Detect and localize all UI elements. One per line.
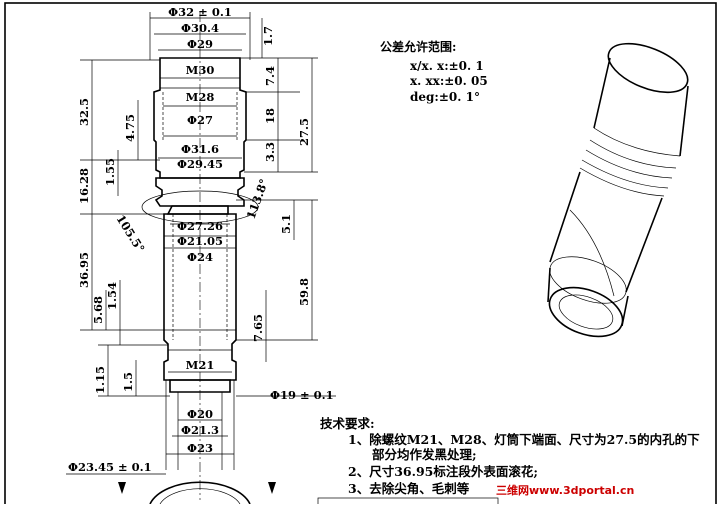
angle-113-8: 113.8° bbox=[244, 177, 271, 221]
iso-ring-4 bbox=[581, 159, 669, 189]
requirement-2: 2、尺寸36.95标注段外表面滚花; bbox=[348, 464, 538, 479]
tolerance-line-2: x. xx:±0. 05 bbox=[410, 74, 488, 88]
bottom-end-outline bbox=[169, 379, 231, 393]
requirement-1-cont: 部分均作发黑处理; bbox=[372, 447, 477, 462]
left-dimension-lines bbox=[80, 59, 170, 397]
dim-1-54: 1.54 bbox=[105, 282, 119, 310]
collar-outline bbox=[154, 177, 245, 207]
dim-phi21-3: Φ21.3 bbox=[181, 423, 219, 437]
top-dimension-lines bbox=[149, 12, 251, 60]
dim-1-15: 1.15 bbox=[93, 366, 107, 394]
section-arrow-right bbox=[268, 482, 276, 494]
right-dimension-lines bbox=[236, 18, 318, 362]
neck-outline bbox=[166, 205, 229, 215]
iso-top-end bbox=[607, 42, 689, 94]
section-arrow-left bbox=[118, 482, 126, 494]
dim-5-1: 5.1 bbox=[279, 214, 293, 234]
dim-16-28: 16.28 bbox=[77, 168, 91, 204]
label-phi27-26: Φ27.26 bbox=[177, 219, 223, 233]
isometric-3d-view bbox=[547, 42, 689, 338]
iso-tube-left bbox=[593, 57, 611, 129]
label-phi24: Φ24 bbox=[187, 250, 213, 264]
dim-27-5: 27.5 bbox=[297, 118, 311, 146]
dim-4-75: 4.75 bbox=[123, 114, 137, 142]
tolerance-heading: 公差允许范围: bbox=[380, 39, 456, 54]
tolerance-note: 公差允许范围: x/x. x:±0. 1 x. xx:±0. 05 deg:±0… bbox=[380, 39, 488, 104]
bottom-view-arc bbox=[149, 481, 251, 505]
angle-105-5: 105.5° bbox=[113, 212, 147, 255]
dim-1-5: 1.5 bbox=[121, 372, 135, 392]
dim-1-55: 1.55 bbox=[103, 158, 117, 186]
dim-7-4: 7.4 bbox=[263, 66, 277, 86]
dim-phi30-4: Φ30.4 bbox=[181, 21, 219, 35]
iso-ring-3 bbox=[585, 149, 673, 179]
dim-phi23-45: Φ23.45 ± 0.1 bbox=[68, 460, 152, 474]
iso-ring-2 bbox=[589, 139, 677, 169]
title-block-edge bbox=[317, 497, 499, 508]
iso-bottom-bore bbox=[558, 294, 614, 330]
technical-requirements: 技术要求: 1、除螺纹M21、M28、灯筒下端面、尺寸为27.5的内孔的下 部分… bbox=[320, 416, 700, 496]
iso-lower-ring bbox=[549, 256, 627, 304]
label-m30: M30 bbox=[186, 63, 215, 77]
dim-59-8: 59.8 bbox=[297, 278, 311, 306]
tolerance-line-3: deg:±0. 1° bbox=[410, 90, 480, 104]
label-phi21-05: Φ21.05 bbox=[177, 234, 223, 248]
drawing-frame bbox=[4, 2, 717, 508]
label-phi31-6: Φ31.6 bbox=[181, 142, 219, 156]
dim-5-68: 5.68 bbox=[91, 296, 105, 324]
part-section-view bbox=[118, 12, 276, 505]
iso-ring-5 bbox=[579, 167, 665, 197]
iso-bottom-end bbox=[548, 286, 624, 338]
iso-ring-1 bbox=[593, 127, 681, 157]
dim-1-7: 1.7 bbox=[261, 26, 275, 46]
iso-knurl-line bbox=[569, 209, 615, 297]
label-phi27: Φ27 bbox=[187, 113, 213, 127]
label-m28: M28 bbox=[186, 90, 215, 104]
iso-shank-left bbox=[549, 171, 581, 263]
label-m21: M21 bbox=[186, 358, 215, 372]
dim-phi20: Φ20 bbox=[187, 407, 213, 421]
dim-phi29: Φ29 bbox=[187, 37, 213, 51]
dim-phi23: Φ23 bbox=[187, 441, 213, 455]
bottom-view-arc-inner bbox=[159, 488, 241, 505]
dim-32-5: 32.5 bbox=[77, 98, 91, 126]
groove-detail-circle bbox=[141, 190, 259, 224]
iso-end-left bbox=[547, 267, 551, 303]
label-phi29-45: Φ29.45 bbox=[177, 157, 223, 171]
requirement-1: 1、除螺纹M21、M28、灯筒下端面、尺寸为27.5的内孔的下 bbox=[348, 432, 700, 447]
dim-7-65: 7.65 bbox=[251, 314, 265, 342]
watermark-text: 三维网www.3dportal.cn bbox=[496, 483, 634, 497]
dim-36-95: 36.95 bbox=[77, 252, 91, 288]
tolerance-line-1: x/x. x:±0. 1 bbox=[410, 59, 484, 73]
iso-shank-right bbox=[625, 197, 663, 293]
dim-18: 18 bbox=[263, 108, 277, 124]
requirement-3: 3、去除尖角、毛刺等 bbox=[348, 481, 470, 496]
requirements-heading: 技术要求: bbox=[320, 416, 375, 431]
bottom-dimension-lines bbox=[66, 395, 336, 475]
dim-phi32: Φ32 ± 0.1 bbox=[168, 5, 232, 19]
dim-phi19: Φ19 ± 0.1 bbox=[270, 388, 334, 402]
dim-3-3: 3.3 bbox=[263, 142, 277, 162]
iso-tube-right bbox=[679, 85, 689, 157]
